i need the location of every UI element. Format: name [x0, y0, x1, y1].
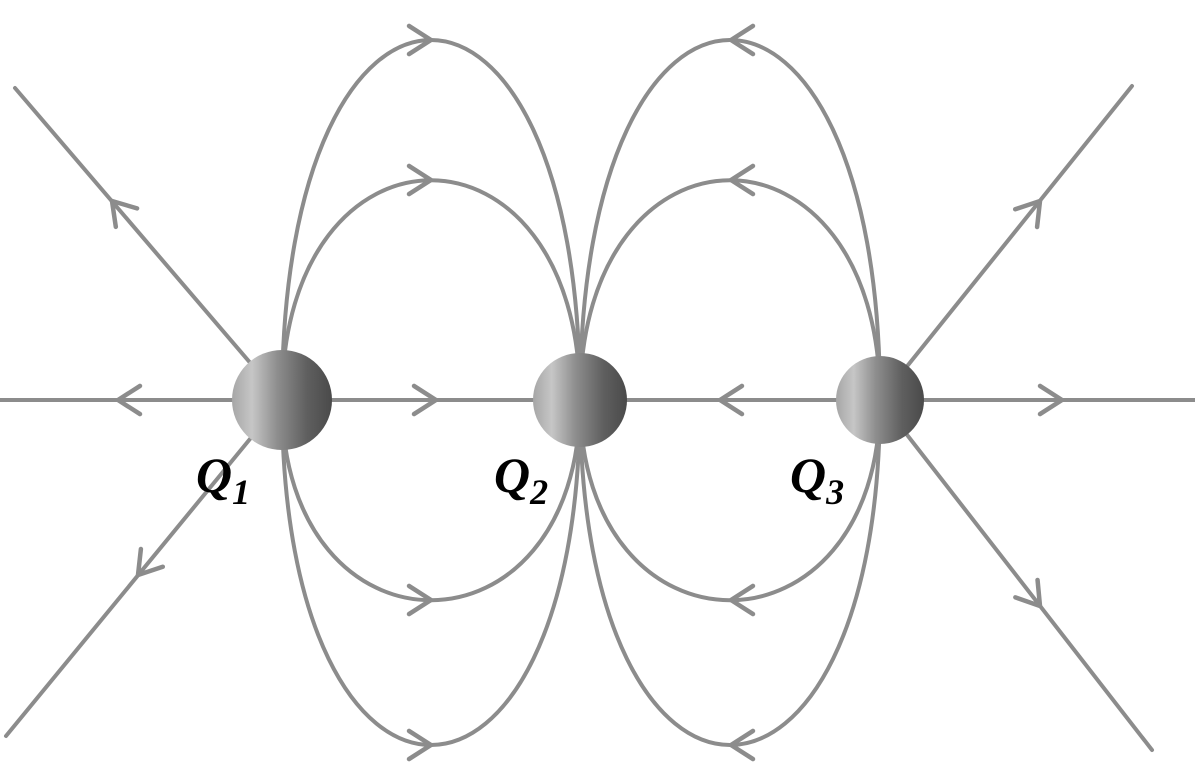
field-arrow-icon — [109, 198, 140, 230]
field-line-straight — [4, 398, 284, 738]
field-arrow-icon — [406, 583, 434, 617]
field-line-loop — [578, 398, 882, 747]
charge-label-q3: Q3 — [790, 447, 844, 512]
field-arrow-icon — [728, 163, 756, 197]
field-arrow-icon — [728, 728, 756, 762]
field-line-loop — [578, 178, 882, 402]
field-arrow-icon — [406, 163, 434, 197]
field-arrow-icon — [717, 383, 745, 417]
field-line-loop — [578, 38, 882, 402]
charge-sphere-q3 — [836, 356, 924, 444]
field-arrow-icon — [1012, 198, 1043, 230]
field-line-straight — [13, 86, 284, 402]
field-arrow-icon — [115, 383, 143, 417]
field-arrow-icon — [728, 23, 756, 57]
charge-sphere-q1 — [232, 350, 332, 450]
field-arrow-icon — [135, 546, 166, 578]
charge-label-q1: Q1 — [196, 447, 250, 512]
field-arrow-icon — [728, 583, 756, 617]
field-arrow-icon — [406, 728, 434, 762]
charge-label-q2: Q2 — [494, 447, 548, 512]
field-arrow-icon — [1037, 383, 1065, 417]
field-arrow-icon — [411, 383, 439, 417]
field-line-loop — [280, 38, 582, 402]
field-line-loop — [280, 398, 582, 747]
field-arrow-icon — [1013, 577, 1043, 609]
field-line-straight — [878, 84, 1134, 402]
field-arrow-icon — [406, 23, 434, 57]
field-line-straight — [878, 398, 1154, 752]
field-line-loop — [280, 178, 582, 402]
charge-sphere-q2 — [533, 353, 627, 447]
